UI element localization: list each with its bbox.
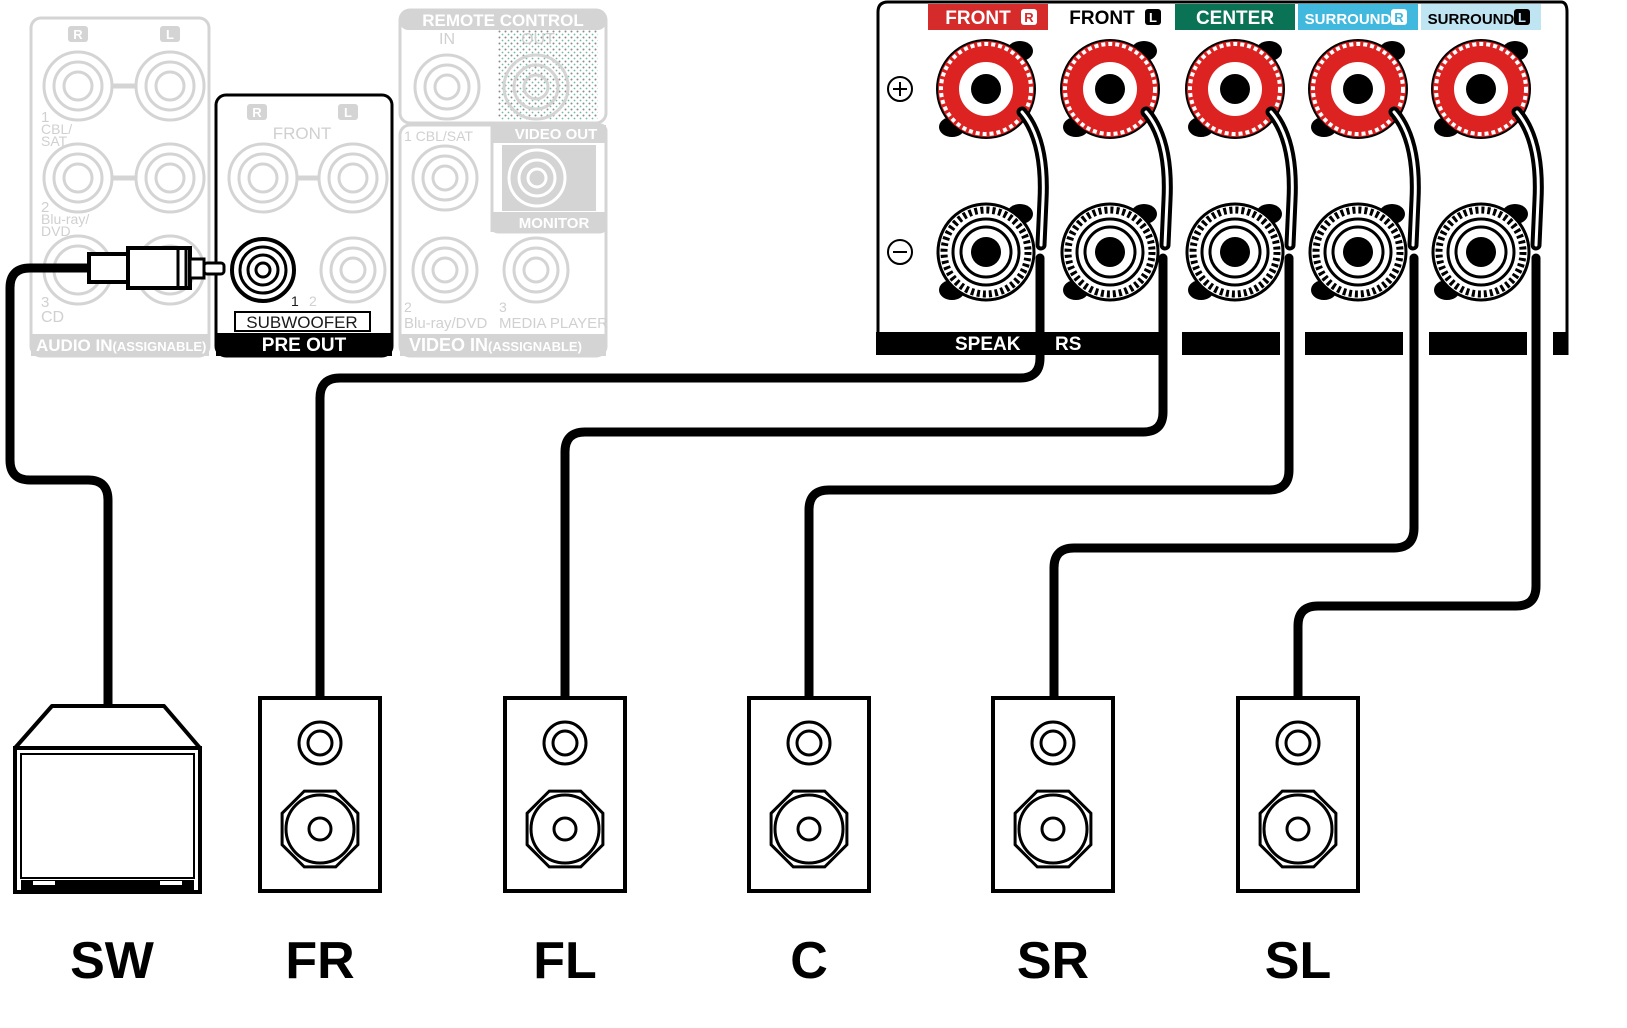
channel-side-badge xyxy=(1514,9,1530,25)
pre-out-sub-1: 1 xyxy=(291,293,299,309)
audio-in-l: L xyxy=(166,27,174,42)
terminal-pair-4 xyxy=(1431,39,1531,302)
speaker-fr xyxy=(258,696,382,893)
speakers-footer-a: SPEAK xyxy=(955,334,1021,355)
speaker-label-c: C xyxy=(790,932,828,990)
terminal-wire-loops xyxy=(1016,106,1544,251)
video-in-2-label: Blu-ray/DVD xyxy=(404,315,488,332)
channel-header-0: FRONT R xyxy=(928,4,1048,30)
remote-out-label: OUT xyxy=(521,31,555,48)
remote-control-title: REMOTE CONTROL xyxy=(422,11,584,30)
monitor-label: MONITOR xyxy=(519,215,590,232)
speaker-label-fr: FR xyxy=(285,932,354,990)
speaker-label-fl: FL xyxy=(533,932,597,990)
subwoofer-speaker xyxy=(13,704,202,894)
speakers-footer-b: RS xyxy=(1055,334,1081,355)
remote-in-label: IN xyxy=(439,31,455,48)
channel-side-letter: R xyxy=(1024,10,1034,25)
speaker-label-sr: SR xyxy=(1017,932,1089,990)
subwoofer-jack xyxy=(230,237,296,303)
channel-side-letter: R xyxy=(1394,10,1404,25)
speaker-terminals xyxy=(936,39,1531,302)
channel-header-label: SURROUND xyxy=(1428,11,1515,28)
pre-out-front-jacks xyxy=(227,142,389,304)
video-in-3-label: MEDIA PLAYER xyxy=(499,315,608,332)
speaker-c xyxy=(747,696,871,893)
video-in-footer: VIDEO IN(ASSIGNABLE) xyxy=(409,335,582,355)
channel-header-2: CENTER xyxy=(1175,4,1295,30)
speaker-labels: SW FR FL C SR SL xyxy=(70,932,1331,990)
channel-side-letter: L xyxy=(1518,10,1526,25)
channel-header-bg xyxy=(1175,4,1295,30)
speaker-cables xyxy=(5,253,1541,711)
speaker-sr xyxy=(991,696,1115,893)
polarity-symbols xyxy=(887,76,913,265)
audio-in-3-label: CD xyxy=(41,309,64,326)
speaker-fl xyxy=(503,696,627,893)
cable-fr xyxy=(315,253,1045,705)
remote-control-panel: REMOTE CONTROL IN OUT xyxy=(398,8,608,125)
audio-in-2-label-a: Blu-ray/ xyxy=(41,211,89,227)
audio-in-1-label-a: CBL/ xyxy=(41,121,72,137)
channel-header-label: SURROUND xyxy=(1305,11,1392,28)
audio-in-r: R xyxy=(73,27,83,42)
audio-in-3-num: 3 xyxy=(41,294,49,311)
pre-out-sub-2: 2 xyxy=(309,293,317,309)
rca-plug xyxy=(87,246,226,290)
terminal-pair-0 xyxy=(936,39,1036,302)
monitor-jack xyxy=(507,148,567,208)
pre-out-front-label: FRONT xyxy=(273,124,332,143)
pre-out-r: R xyxy=(252,105,262,120)
terminal-pair-1 xyxy=(1060,39,1160,302)
pre-out-panel: R L FRONT 1 2 SUBWOOFER PRE OUT xyxy=(214,93,394,358)
pre-out-footer: PRE OUT xyxy=(262,335,347,356)
cable-sl xyxy=(1293,253,1541,705)
channel-header-1: FRONT L xyxy=(1052,4,1172,30)
audio-in-2-num: 2 xyxy=(41,199,49,216)
channel-side-badge xyxy=(1021,9,1037,25)
channel-side-badge xyxy=(1145,9,1161,25)
channel-header-label: FRONT xyxy=(1069,8,1135,29)
pre-out-l: L xyxy=(344,105,352,120)
audio-in-footer: AUDIO IN(ASSIGNABLE) xyxy=(36,336,206,355)
video-in-3-num: 3 xyxy=(499,299,507,315)
video-in-2-num: 2 xyxy=(404,299,412,315)
remote-jacks xyxy=(413,53,570,121)
video-out-label: VIDEO OUT xyxy=(515,126,598,143)
speaker-cabinet xyxy=(1236,696,1360,893)
audio-in-1-num: 1 xyxy=(41,109,49,126)
cable-sw xyxy=(5,263,113,711)
terminal-pair-3 xyxy=(1308,39,1408,302)
video-jacks xyxy=(411,144,570,304)
cable-sr xyxy=(1049,253,1419,705)
speaker-label-sl: SL xyxy=(1265,932,1331,990)
satellite-speakers xyxy=(258,696,1360,893)
channel-side-letter: L xyxy=(1149,10,1157,25)
speaker-sl xyxy=(1236,696,1360,893)
channel-header-label: CENTER xyxy=(1196,8,1274,29)
channel-header-label: FRONT xyxy=(945,8,1011,29)
video-panel: 1 CBL/SAT VIDEO OUT MONITOR 2 Blu-ray/DV… xyxy=(398,123,608,358)
channel-side-badge xyxy=(1391,9,1407,25)
cable-c xyxy=(804,253,1294,705)
audio-in-panel: R L 1 CBL/ SAT 2 Blu-ray/ DVD 3 CD AUDIO… xyxy=(29,16,211,358)
audio-in-2-label-b: DVD xyxy=(41,223,71,239)
speaker-label-sw: SW xyxy=(70,932,155,990)
video-in-1-label: 1 CBL/SAT xyxy=(404,128,473,144)
pre-out-subwoofer-label: SUBWOOFER xyxy=(246,313,357,332)
cable-fl xyxy=(560,253,1168,705)
terminal-pair-2 xyxy=(1185,39,1285,302)
audio-in-1-label-b: SAT xyxy=(41,133,68,149)
